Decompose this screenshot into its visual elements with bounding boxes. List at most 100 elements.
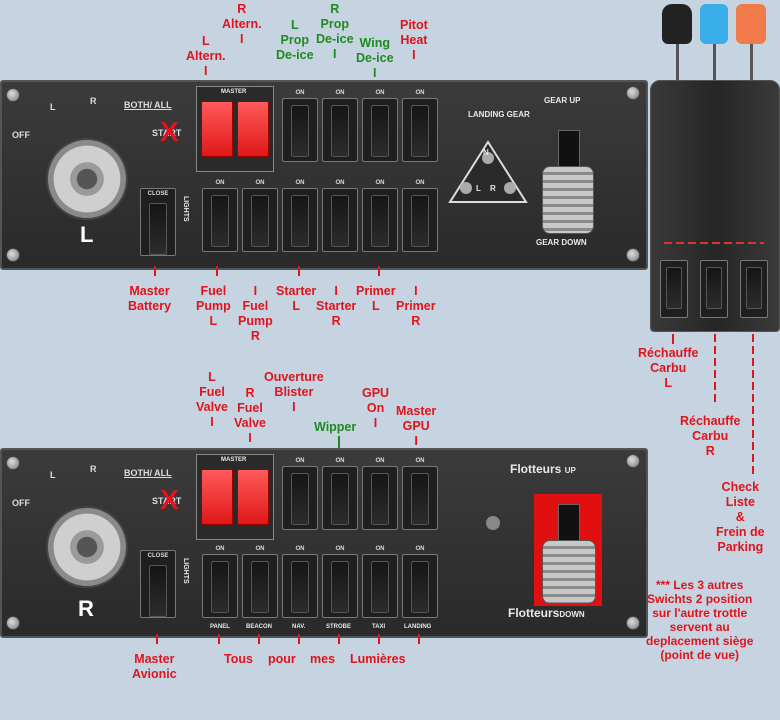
lever-orange-handle[interactable]: [736, 4, 766, 44]
connector-line: [418, 634, 420, 644]
light-strobe-switch[interactable]: ON: [322, 546, 358, 618]
light-name-panel: PANEL: [210, 624, 230, 630]
prop-deice-l-switch[interactable]: ON: [282, 90, 318, 162]
gear-up-label: GEAR UP: [544, 96, 581, 105]
master-box: MASTER: [196, 86, 274, 172]
connector-line: [218, 634, 220, 644]
label-rechauffe-r: Réchauffe Carbu R: [680, 414, 741, 458]
flotteurs-up-label: Flotteurs UP: [510, 462, 576, 476]
gear-n-label: N: [483, 148, 489, 157]
starter-r-switch[interactable]: ON: [322, 180, 358, 252]
lever-shaft: [750, 40, 753, 110]
light-taxi-switch[interactable]: ON: [362, 546, 398, 618]
knob-pos-both: BOTH/ ALL: [124, 100, 172, 110]
fuel-pump-r-switch[interactable]: ON: [242, 180, 278, 252]
connector-line: [338, 436, 340, 448]
label-r-fuel-valve: R Fuel Valve I: [234, 386, 266, 445]
connector-line: [672, 334, 674, 344]
x-mark: X: [160, 484, 179, 515]
screw-icon: [6, 248, 20, 262]
landing-gear-label: LANDING GEAR: [468, 110, 530, 119]
wipper-switch[interactable]: ON: [322, 458, 358, 530]
label-pitot: Pitot Heat I: [400, 18, 428, 62]
connector-line: [338, 634, 340, 644]
panel-letter: R: [78, 596, 94, 621]
knob-pos-both: BOTH/ ALL: [124, 468, 172, 478]
light-panel-switch[interactable]: ON: [202, 546, 238, 618]
master-label: MASTER: [221, 89, 247, 95]
lever-black-handle[interactable]: [662, 4, 692, 44]
gear-lever-handle[interactable]: [542, 166, 594, 234]
knob-pos-r: R: [90, 96, 97, 106]
carb-heat-l-switch[interactable]: [660, 260, 688, 318]
lever-blue-handle[interactable]: [700, 4, 728, 44]
alternator-l-switch[interactable]: [201, 101, 233, 157]
light-name-taxi: TAXI: [372, 624, 386, 630]
label-master-battery: Master Battery: [128, 284, 172, 313]
connector-line: [156, 634, 158, 644]
connector-line: [154, 266, 156, 276]
carb-heat-r-switch[interactable]: [700, 260, 728, 318]
light-name-beacon: BEACON: [246, 624, 273, 630]
knob-pos-start: START: [152, 128, 182, 138]
connector-line: [298, 266, 300, 276]
switch-panel-left: OFF L R BOTH/ ALL START X L MASTER ON ON…: [0, 80, 648, 270]
flotteurs-lever-handle[interactable]: [542, 540, 596, 604]
lights-label: LIGHTS: [182, 196, 189, 222]
prop-deice-r-switch[interactable]: ON: [322, 90, 358, 162]
fuel-pump-l-switch[interactable]: ON: [202, 180, 238, 252]
gear-down-label: GEAR DOWN: [536, 238, 587, 247]
gear-indicator-triangle: [448, 140, 528, 203]
master-label: MASTER: [221, 457, 247, 463]
primer-l-switch[interactable]: ON: [362, 180, 398, 252]
label-fuel-pump-r: I Fuel Pump R: [238, 284, 273, 343]
label-lumieres: Lumières: [350, 652, 406, 666]
master-battery-switch[interactable]: CLOSE: [140, 188, 176, 256]
label-gpu-on: GPU On I: [362, 386, 390, 430]
fuel-valve-r-switch[interactable]: [237, 469, 269, 525]
switch-panel-right: OFF L R BOTH/ ALL START X R MASTER ON ON…: [0, 448, 648, 638]
label-starter-r: I Starter R: [316, 284, 357, 328]
panel-letter: L: [80, 222, 94, 247]
check-list-switch[interactable]: [740, 260, 768, 318]
light-name-strobe: STROBE: [326, 624, 352, 630]
indicator-light: [486, 516, 500, 530]
lever-shaft: [676, 40, 679, 110]
screw-icon: [6, 456, 20, 470]
label-l-fuel-valve: L Fuel Valve I: [196, 370, 228, 429]
label-blister: Ouverture Blister I: [264, 370, 324, 414]
knob-pos-off: OFF: [12, 498, 30, 508]
lever-shaft: [713, 40, 716, 110]
label-master-gpu: Master GPU I: [396, 404, 437, 448]
label-mes: mes: [310, 652, 336, 666]
label-l-altern: L Altern. I: [186, 34, 226, 78]
label-r-prop: R Prop De-ice I: [316, 2, 354, 61]
knob-pos-off: OFF: [12, 130, 30, 140]
wing-deice-switch[interactable]: ON: [362, 90, 398, 162]
master-gpu-switch[interactable]: ON: [402, 458, 438, 530]
gpu-on-switch[interactable]: ON: [362, 458, 398, 530]
label-tous: Tous: [224, 652, 253, 666]
starter-l-switch[interactable]: ON: [282, 180, 318, 252]
magneto-knob[interactable]: [46, 138, 128, 220]
screw-icon: [6, 616, 20, 630]
light-beacon-switch[interactable]: ON: [242, 546, 278, 618]
knob-pos-l: L: [50, 102, 56, 112]
pitot-heat-switch[interactable]: ON: [402, 90, 438, 162]
gear-r-label: R: [490, 184, 496, 193]
lights-label: LIGHTS: [182, 558, 189, 584]
label-check-liste: Check Liste & Frein de Parking: [716, 480, 765, 554]
alternator-r-switch[interactable]: [237, 101, 269, 157]
master-avionic-switch[interactable]: CLOSE: [140, 550, 176, 618]
fuel-valve-l-switch[interactable]: [201, 469, 233, 525]
primer-r-switch[interactable]: ON: [402, 180, 438, 252]
label-primer-l: Primer L: [356, 284, 396, 313]
light-nav-switch[interactable]: ON: [282, 546, 318, 618]
label-wipper: Wipper: [314, 420, 357, 434]
magneto-knob[interactable]: [46, 506, 128, 588]
light-landing-switch[interactable]: ON: [402, 546, 438, 618]
gear-l-label: L: [476, 184, 481, 193]
label-l-prop: L Prop De-ice: [276, 18, 314, 62]
blister-switch[interactable]: ON: [282, 458, 318, 530]
label-r-altern: R Altern. I: [222, 2, 262, 46]
